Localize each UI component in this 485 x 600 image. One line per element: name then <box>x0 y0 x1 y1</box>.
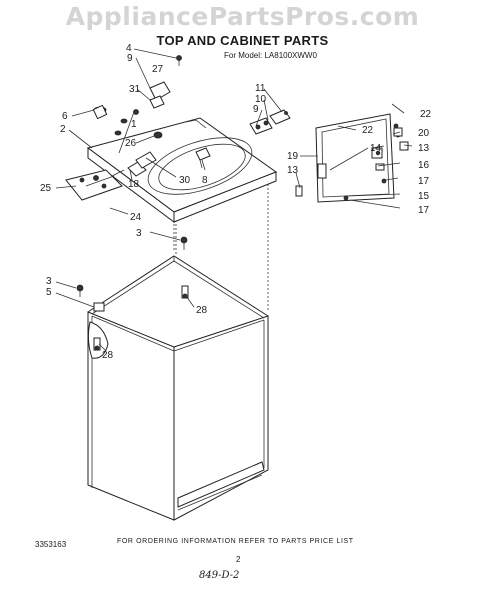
callout-18: 18 <box>128 179 140 190</box>
callout-15: 15 <box>418 191 430 202</box>
callout-24: 24 <box>130 212 142 223</box>
switch-bracket <box>65 169 125 201</box>
model-line: For Model: LA8100XWW0 <box>224 51 317 60</box>
callout-16: 16 <box>418 160 430 171</box>
callout-17-bottom: 17 <box>418 205 430 216</box>
callout-28-right: 28 <box>196 305 208 316</box>
callout-13-left: 13 <box>287 165 299 176</box>
callout-4: 4 <box>126 43 132 54</box>
callout-31: 31 <box>129 84 141 95</box>
callout-12: 11 <box>255 83 266 94</box>
doc-number: 3353163 <box>35 540 67 549</box>
callout-22-top: 22 <box>420 109 432 120</box>
callouts: 4 9 27 31 6 2 1 26 30 18 8 11 10 9 19 13… <box>40 43 432 361</box>
callout-25: 25 <box>40 183 52 194</box>
page-number: 2 <box>236 555 241 564</box>
callout-22-inner: 22 <box>362 125 374 136</box>
watermark: AppliancePartsPros.com <box>65 2 420 31</box>
callout-13-right: 13 <box>418 143 430 154</box>
ordering-note: FOR ORDERING INFORMATION REFER TO PARTS … <box>117 538 354 545</box>
callout-30: 30 <box>179 175 191 186</box>
callout-27: 27 <box>152 64 164 75</box>
callout-11: 10 <box>255 94 267 105</box>
callout-20: 20 <box>418 128 430 139</box>
cabinet <box>87 255 269 521</box>
handwritten-code: 849-D-2 <box>199 570 240 581</box>
callout-26: 26 <box>125 138 137 149</box>
callout-8: 8 <box>202 175 208 186</box>
callout-5: 5 <box>46 287 52 298</box>
callout-3-left: 3 <box>46 276 52 287</box>
lid-hinge <box>249 109 291 135</box>
hinge-parts <box>92 55 182 139</box>
diagram-title: TOP AND CABINET PARTS <box>156 33 329 48</box>
callout-2: 2 <box>60 124 66 135</box>
callout-10: 9 <box>253 104 259 115</box>
top-panel <box>86 117 278 223</box>
center-parts <box>127 147 211 177</box>
callout-3-top: 3 <box>136 228 142 239</box>
callout-14: 14 <box>370 143 382 154</box>
callout-6: 6 <box>62 111 68 122</box>
lid <box>295 113 409 203</box>
callout-9: 9 <box>127 53 133 64</box>
leader-lines <box>55 48 413 352</box>
callout-19: 19 <box>287 151 299 162</box>
cabinet-fasteners <box>76 236 189 359</box>
callout-1: 1 <box>131 119 137 130</box>
callout-28-left: 28 <box>102 350 114 361</box>
callout-17-top: 17 <box>418 176 430 187</box>
